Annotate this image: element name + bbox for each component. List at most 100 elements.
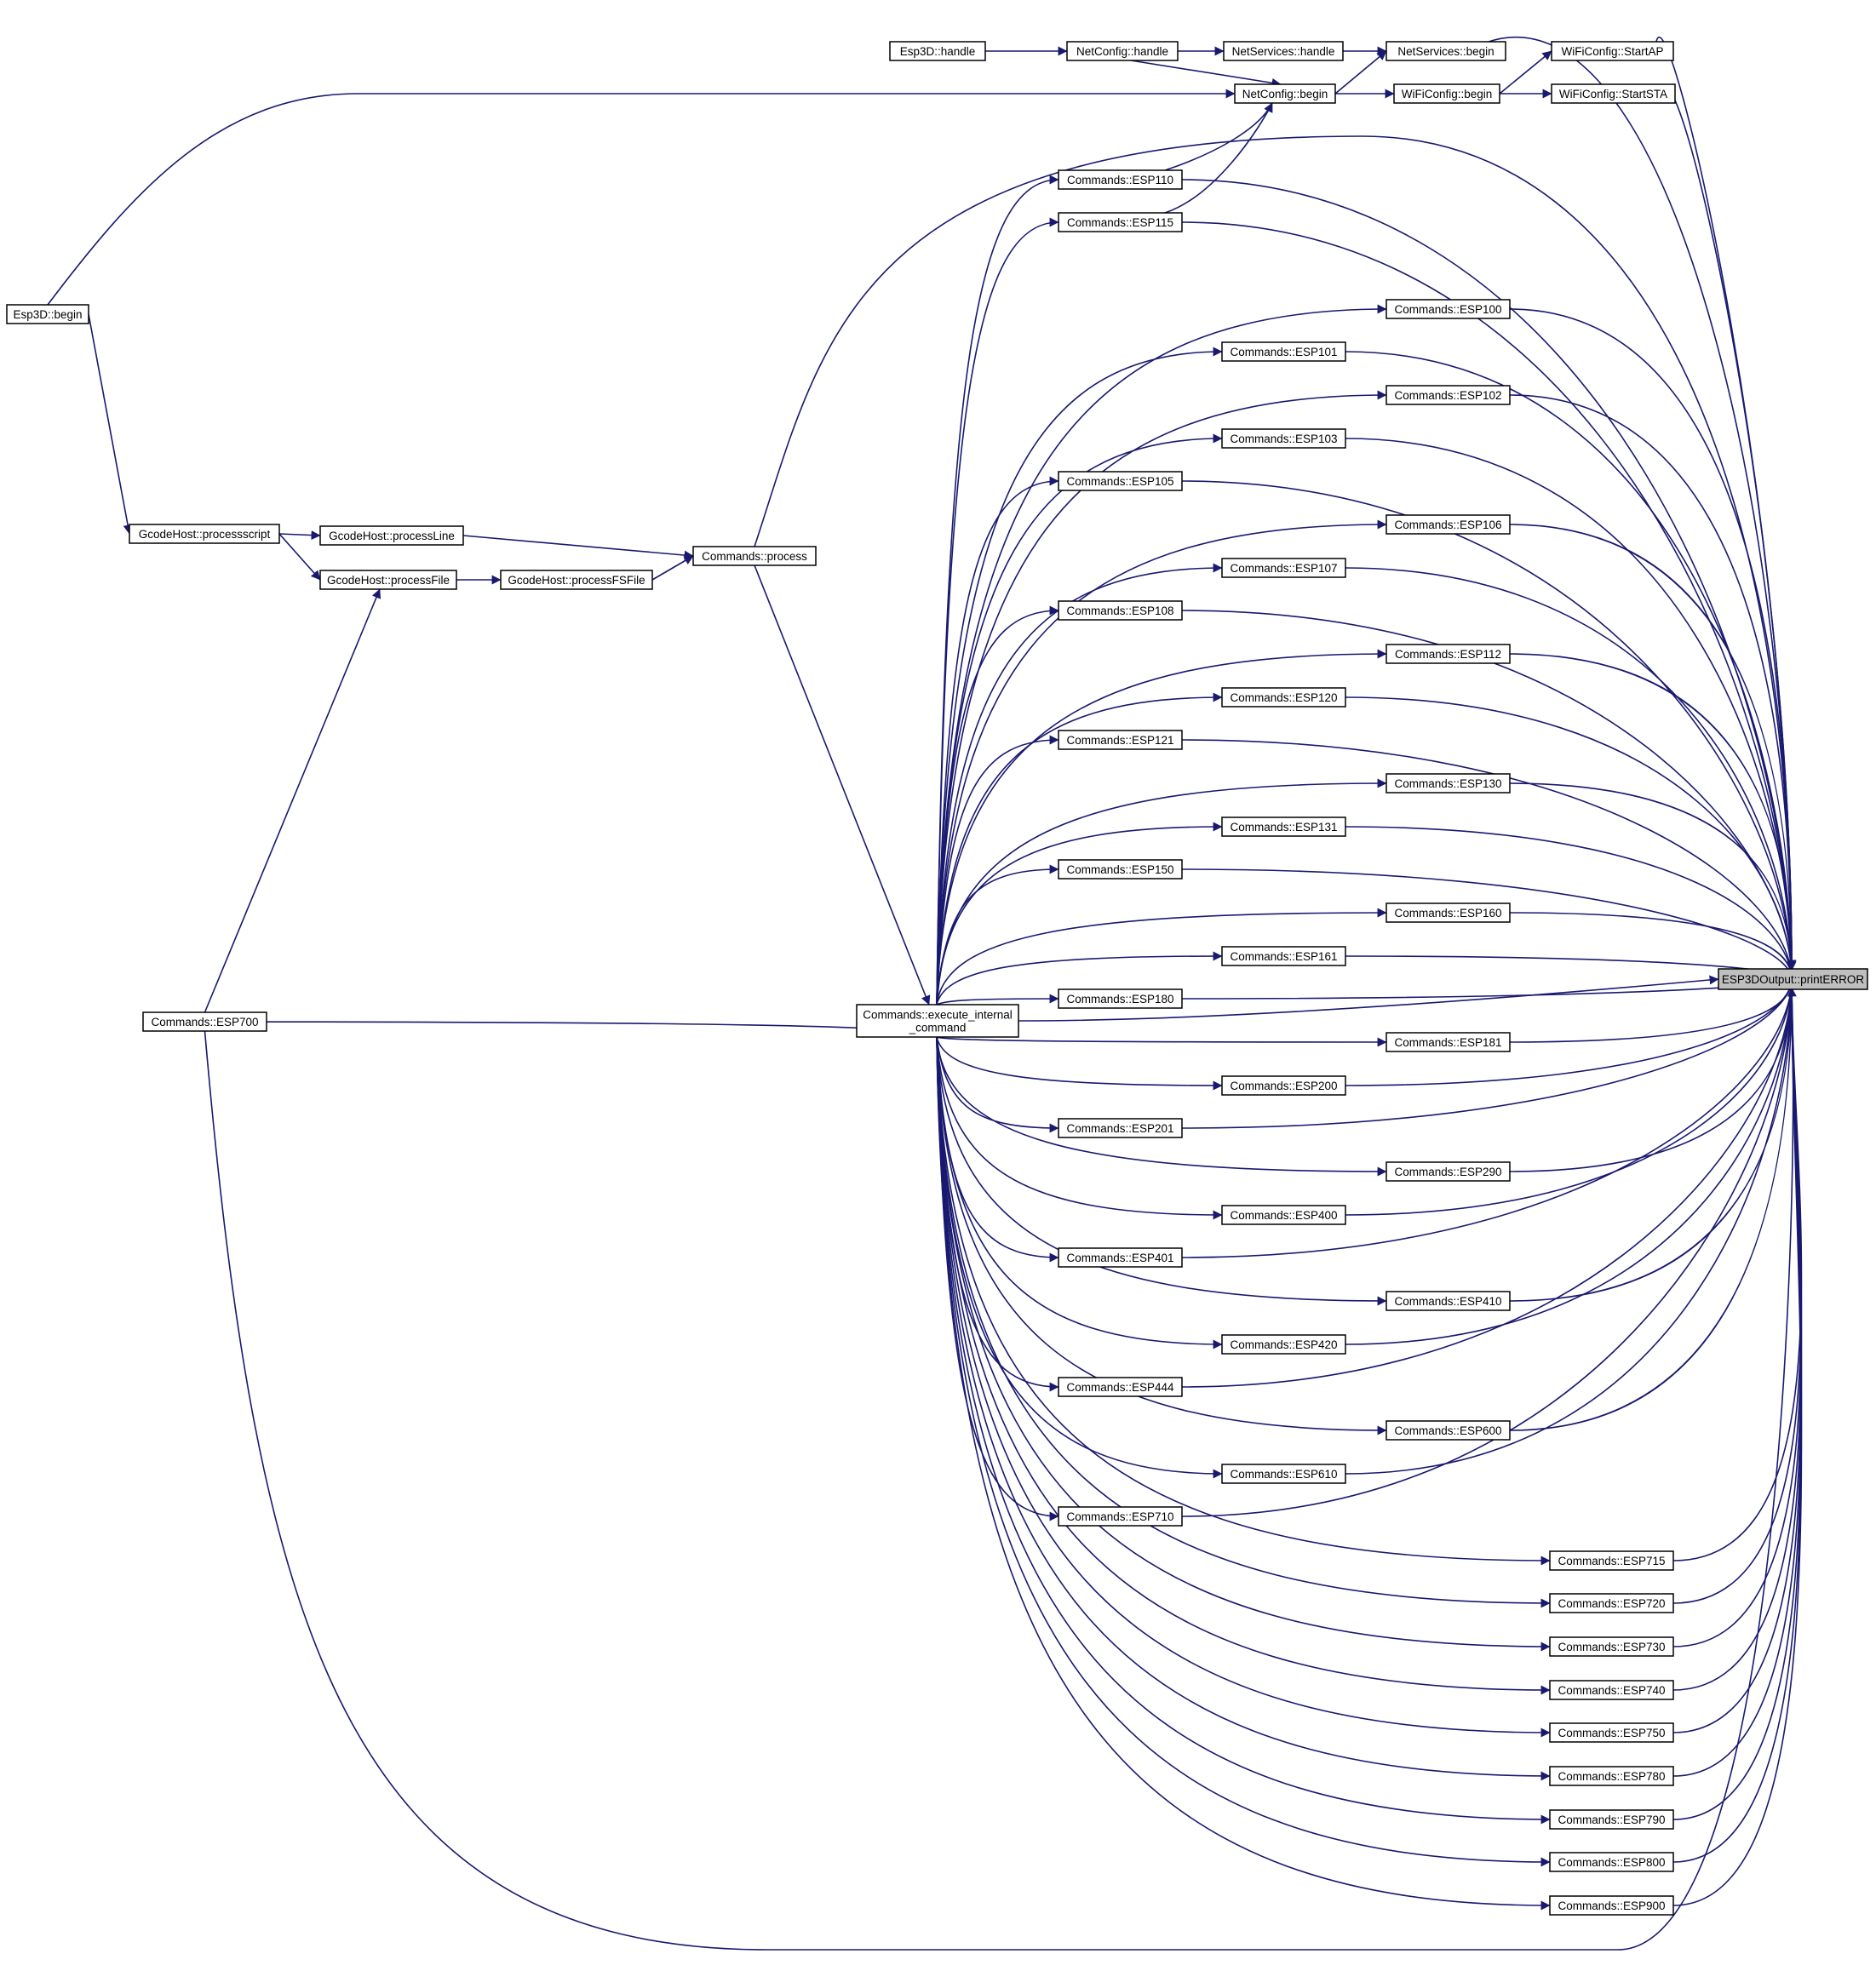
- edge-esp600-to-printERROR: [1509, 978, 1797, 1431]
- edge-exec-to-esp780: [936, 1036, 1551, 1781]
- node-gcode-processfsfile[interactable]: GcodeHost::processFSFile: [500, 570, 653, 590]
- node-esp610[interactable]: Commands::ESP610: [1221, 1464, 1346, 1484]
- edge-exec-to-esp790: [936, 1036, 1551, 1825]
- node-esp121[interactable]: Commands::ESP121: [1058, 730, 1183, 750]
- node-label: Commands::ESP444: [1066, 1381, 1174, 1394]
- node-label: Commands::ESP100: [1394, 303, 1501, 316]
- node-esp115[interactable]: Commands::ESP115: [1058, 212, 1183, 232]
- edge-gcode_processline-to-commands_process: [462, 535, 694, 560]
- node-esp101[interactable]: Commands::ESP101: [1221, 341, 1346, 362]
- node-esp108[interactable]: Commands::ESP108: [1058, 600, 1183, 621]
- node-esp201[interactable]: Commands::ESP201: [1058, 1118, 1183, 1138]
- node-box: [1223, 41, 1344, 61]
- node-box: [1385, 299, 1511, 319]
- node-esp150[interactable]: Commands::ESP150: [1058, 859, 1183, 880]
- node-esp444[interactable]: Commands::ESP444: [1058, 1377, 1183, 1397]
- edge-esp400-to-printERROR: [1345, 978, 1797, 1216]
- node-wifi-startsta[interactable]: WiFiConfig::StartSTA: [1551, 83, 1676, 104]
- node-esp740[interactable]: Commands::ESP740: [1549, 1680, 1674, 1700]
- node-esp400[interactable]: Commands::ESP400: [1221, 1205, 1346, 1225]
- node-esp181[interactable]: Commands::ESP181: [1385, 1032, 1511, 1052]
- node-esp900[interactable]: Commands::ESP900: [1549, 1895, 1674, 1916]
- node-netconfig-handle[interactable]: NetConfig::handle: [1066, 41, 1179, 61]
- node-commands-process[interactable]: Commands::process: [692, 546, 817, 566]
- node-esp730[interactable]: Commands::ESP730: [1549, 1636, 1674, 1657]
- edge-exec-to-esp710: [936, 1036, 1059, 1521]
- node-label: Commands::ESP720: [1558, 1597, 1665, 1610]
- node-box: [1385, 902, 1511, 923]
- node-esp103[interactable]: Commands::ESP103: [1221, 428, 1346, 449]
- node-esp750[interactable]: Commands::ESP750: [1549, 1722, 1674, 1743]
- node-esp420[interactable]: Commands::ESP420: [1221, 1334, 1346, 1355]
- node-box: [1385, 1291, 1511, 1311]
- node-esp100[interactable]: Commands::ESP100: [1385, 299, 1511, 319]
- node-label: Commands::ESP108: [1066, 604, 1173, 617]
- node-box: [1385, 1032, 1511, 1052]
- node-esp3d-begin[interactable]: Esp3D::begin: [6, 304, 89, 324]
- node-esp107[interactable]: Commands::ESP107: [1221, 558, 1346, 578]
- node-esp790[interactable]: Commands::ESP790: [1549, 1809, 1674, 1830]
- node-esp160[interactable]: Commands::ESP160: [1385, 902, 1511, 923]
- node-esp180[interactable]: Commands::ESP180: [1058, 988, 1183, 1009]
- edge-esp102-to-printERROR: [1509, 394, 1797, 980]
- node-box: [1549, 1809, 1674, 1830]
- edge-exec-to-esp112: [936, 649, 1387, 1006]
- node-label: Commands::ESP106: [1394, 519, 1501, 531]
- node-printERROR[interactable]: ESP3DOutput::printERROR: [1718, 968, 1868, 990]
- node-label: Commands::ESP150: [1066, 863, 1173, 876]
- edge-esp150-to-printERROR: [1181, 868, 1797, 980]
- node-gcode-processscript[interactable]: GcodeHost::processscript: [129, 524, 280, 544]
- edge-exec-to-esp102: [936, 390, 1387, 1006]
- node-netconfig-begin[interactable]: NetConfig::begin: [1234, 83, 1336, 104]
- node-esp715[interactable]: Commands::ESP715: [1549, 1550, 1674, 1571]
- node-gcode-processfile[interactable]: GcodeHost::processFile: [319, 570, 457, 590]
- node-label: NetConfig::begin: [1242, 88, 1328, 100]
- node-esp800[interactable]: Commands::ESP800: [1549, 1852, 1674, 1872]
- node-label: Commands::ESP181: [1394, 1036, 1501, 1049]
- node-esp290[interactable]: Commands::ESP290: [1385, 1161, 1511, 1182]
- node-wifi-startap[interactable]: WiFiConfig::StartAP: [1551, 41, 1674, 61]
- node-esp120[interactable]: Commands::ESP120: [1221, 687, 1346, 708]
- edge-exec-to-esp110: [936, 175, 1059, 1006]
- node-esp131[interactable]: Commands::ESP131: [1221, 816, 1346, 837]
- edges-layer: [47, 36, 1803, 1951]
- node-esp780[interactable]: Commands::ESP780: [1549, 1766, 1674, 1786]
- node-esp106[interactable]: Commands::ESP106: [1385, 514, 1511, 535]
- edge-esp200-to-printERROR: [1345, 978, 1797, 1086]
- node-esp112[interactable]: Commands::ESP112: [1385, 644, 1511, 664]
- node-esp720[interactable]: Commands::ESP720: [1549, 1593, 1674, 1613]
- node-esp105[interactable]: Commands::ESP105: [1058, 471, 1183, 491]
- node-gcode-processline[interactable]: GcodeHost::processLine: [319, 525, 464, 546]
- node-esp102[interactable]: Commands::ESP102: [1385, 385, 1511, 405]
- node-label: WiFiConfig::StartSTA: [1559, 88, 1667, 100]
- node-esp410[interactable]: Commands::ESP410: [1385, 1291, 1511, 1311]
- node-box: [1221, 341, 1346, 362]
- node-esp110[interactable]: Commands::ESP110: [1058, 169, 1183, 190]
- node-box: [129, 524, 280, 544]
- edge-exec-to-esp150: [936, 864, 1059, 1006]
- edge-esp420-to-printERROR: [1345, 978, 1797, 1345]
- edge-exec-to-esp420: [936, 1036, 1223, 1349]
- node-esp600[interactable]: Commands::ESP600: [1385, 1420, 1511, 1441]
- edge-exec-to-esp600: [936, 1036, 1387, 1435]
- node-exec[interactable]: Commands::execute_internal_command: [856, 1004, 1019, 1038]
- node-netservices-begin[interactable]: NetServices::begin: [1385, 41, 1506, 61]
- node-esp3d-handle[interactable]: Esp3D::handle: [889, 41, 986, 61]
- node-box: [1058, 471, 1183, 491]
- edge-gcode_processfsfile-to-commands_process: [651, 555, 694, 581]
- node-esp200[interactable]: Commands::ESP200: [1221, 1075, 1346, 1096]
- node-box: [1551, 41, 1674, 61]
- edge-exec-to-esp800: [936, 1036, 1551, 1867]
- node-esp700[interactable]: Commands::ESP700: [142, 1011, 267, 1032]
- node-esp401[interactable]: Commands::ESP401: [1058, 1247, 1183, 1268]
- edge-exec-to-esp107: [936, 563, 1223, 1006]
- edge-exec-to-esp900: [936, 1036, 1551, 1911]
- node-netservices-handle[interactable]: NetServices::handle: [1223, 41, 1344, 61]
- node-label: ESP3DOutput::printERROR: [1722, 973, 1865, 986]
- node-wifi-begin[interactable]: WiFiConfig::begin: [1393, 83, 1500, 104]
- node-esp710[interactable]: Commands::ESP710: [1058, 1506, 1183, 1527]
- edge-esp700-to-gcode_processfile: [204, 588, 382, 1013]
- node-esp130[interactable]: Commands::ESP130: [1385, 773, 1511, 794]
- node-esp161[interactable]: Commands::ESP161: [1221, 946, 1346, 966]
- edge-exec-to-esp106: [936, 519, 1387, 1006]
